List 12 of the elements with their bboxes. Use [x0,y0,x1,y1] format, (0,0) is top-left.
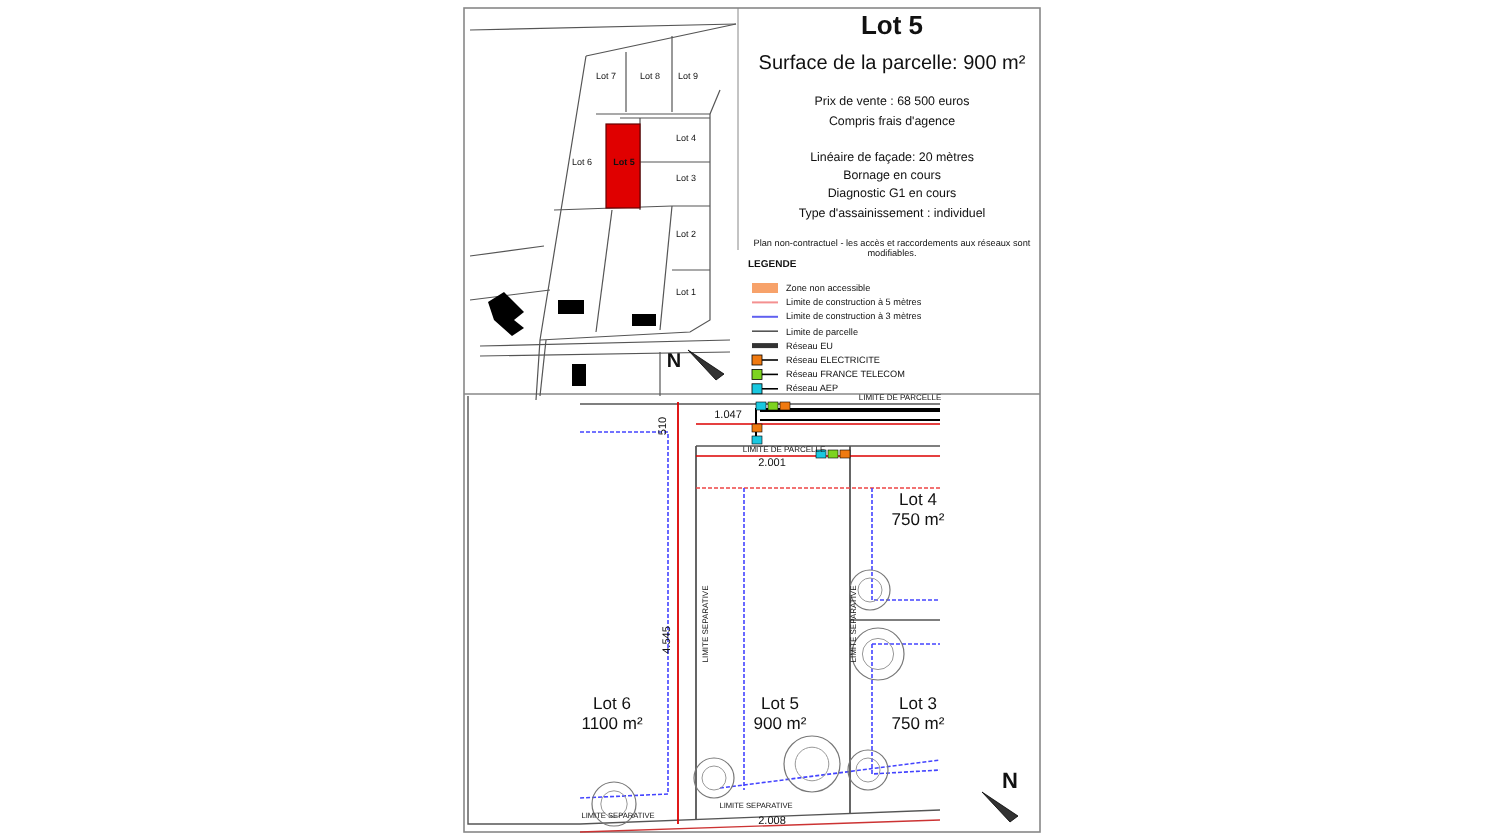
lot-area: 750 m² [891,714,945,734]
lot-title: Lot 5 [860,11,924,41]
north-label: N [666,351,682,373]
lot-area: 900 m² [753,714,807,734]
lot-area: 750 m² [891,510,945,530]
lot-label: Lot 3 [899,694,937,714]
lot-label: Lot 4 [899,490,937,510]
surface-heading: Surface de la parcelle: 900 m² [758,53,1026,75]
lot-label: Lot 5 [761,694,799,714]
north-label: N [1002,769,1018,795]
lot-area: 1100 m² [581,714,643,734]
lot-label: Lot 6 [593,694,631,714]
